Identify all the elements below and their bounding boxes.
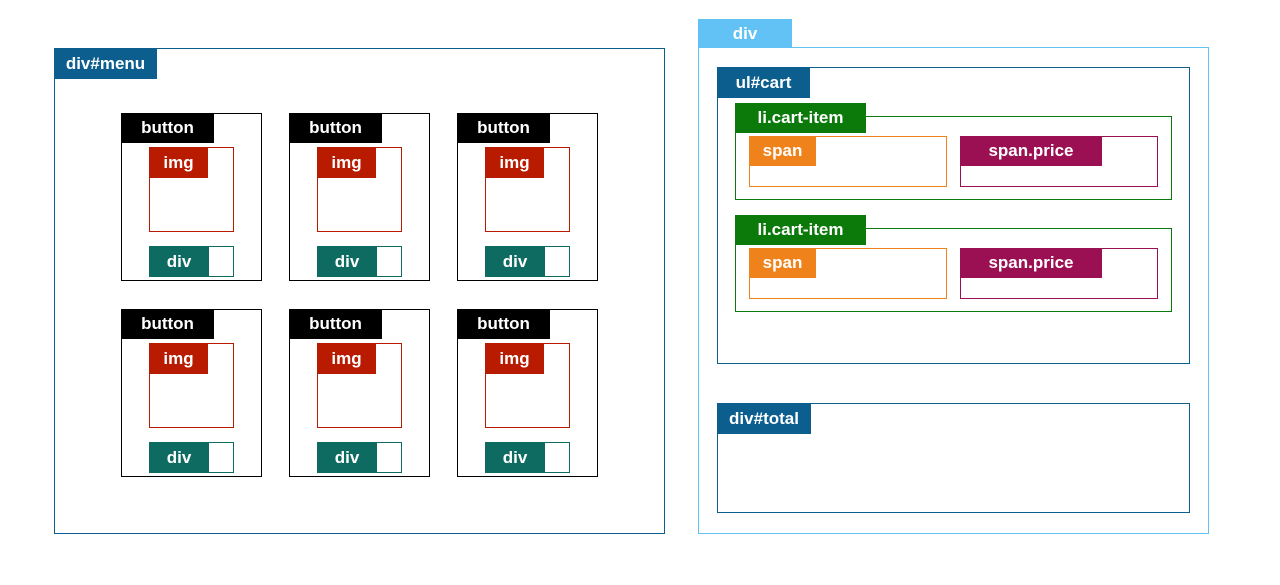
button-label: button bbox=[457, 309, 550, 339]
menu-container bbox=[54, 48, 665, 534]
image-label: img bbox=[149, 147, 208, 178]
button-label: button bbox=[121, 309, 214, 339]
image-label: img bbox=[317, 343, 376, 374]
span-label: span bbox=[749, 248, 816, 278]
total-container bbox=[717, 403, 1190, 513]
cart-label: ul#cart bbox=[717, 67, 810, 98]
outer-div-container bbox=[698, 47, 1209, 534]
image-label: img bbox=[317, 147, 376, 178]
button-label: button bbox=[457, 113, 550, 143]
button-label: button bbox=[121, 113, 214, 143]
image-label: img bbox=[485, 343, 544, 374]
span-label: span bbox=[749, 136, 816, 166]
cart-item-label: li.cart-item bbox=[735, 103, 866, 133]
cart-item bbox=[735, 228, 1172, 312]
total-label: div#total bbox=[717, 403, 811, 434]
cart-item bbox=[735, 116, 1172, 200]
image-label: img bbox=[149, 343, 208, 374]
menu-label: div#menu bbox=[54, 48, 157, 79]
caption-div-label: div bbox=[485, 442, 545, 473]
caption-div-label: div bbox=[485, 246, 545, 277]
cart-item-label: li.cart-item bbox=[735, 215, 866, 245]
outer-div-label: div bbox=[698, 19, 792, 48]
caption-div-label: div bbox=[149, 246, 209, 277]
image-label: img bbox=[485, 147, 544, 178]
caption-div-label: div bbox=[317, 246, 377, 277]
cart-list bbox=[717, 67, 1190, 364]
button-label: button bbox=[289, 309, 382, 339]
price-label: span.price bbox=[960, 248, 1102, 278]
caption-div-label: div bbox=[149, 442, 209, 473]
button-label: button bbox=[289, 113, 382, 143]
caption-div-label: div bbox=[317, 442, 377, 473]
price-label: span.price bbox=[960, 136, 1102, 166]
